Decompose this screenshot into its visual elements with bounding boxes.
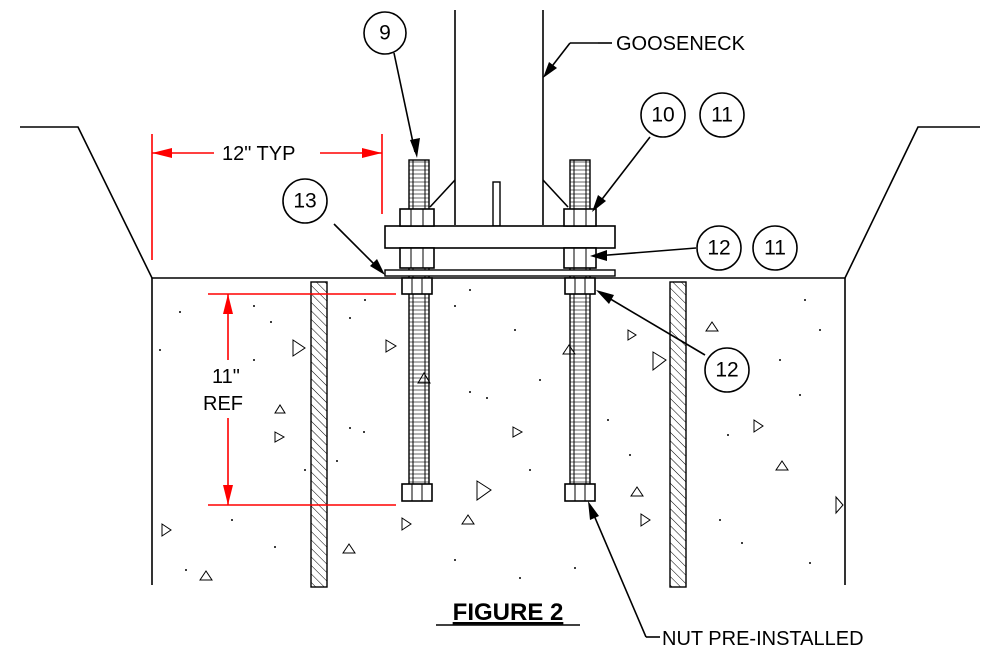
hatched-wall-left <box>310 281 328 588</box>
gooseneck-tube <box>429 10 569 227</box>
nut-pre-installed-label: NUT PRE-INSTALLED <box>662 628 864 650</box>
hatched-wall-right <box>669 281 687 588</box>
nut-grade-right <box>564 277 596 295</box>
dimension-12-typ-label: 12" TYP <box>222 143 295 165</box>
dimension-ref-label: REF <box>203 393 243 415</box>
concrete-aggregate <box>159 289 844 581</box>
nut-top-right <box>563 208 597 227</box>
callout-11-top: 11 <box>699 92 745 138</box>
nuts <box>399 208 597 502</box>
nut-level-right <box>563 247 597 269</box>
callout-10: 10 <box>640 92 686 138</box>
callout-12-upper: 12 <box>696 225 742 271</box>
dimension-11-label: 11" <box>212 366 240 388</box>
nut-top-left <box>399 208 435 227</box>
svg-text:13: 13 <box>293 190 316 213</box>
callout-11-lower: 11 <box>752 225 798 271</box>
leader-lines <box>333 42 706 638</box>
svg-text:10: 10 <box>651 104 674 127</box>
svg-text:11: 11 <box>764 237 786 260</box>
nut-bottom-right <box>564 483 596 502</box>
svg-text:11: 11 <box>711 104 733 127</box>
nut-bottom-left <box>401 483 433 502</box>
callout-12-lower: 12 <box>704 347 750 393</box>
dimension-12-typ: 12" TYP <box>151 134 383 260</box>
grout-shim-plate <box>384 269 616 277</box>
ground-profile <box>20 126 980 279</box>
callout-13: 13 <box>282 178 328 224</box>
callout-9: 9 <box>363 11 407 55</box>
nut-grade-left <box>401 277 433 295</box>
figure-title: FIGURE 2 <box>453 599 564 626</box>
dimension-11-ref: 11" REF <box>203 293 396 506</box>
svg-text:12: 12 <box>715 359 738 382</box>
concrete-foundation <box>151 278 846 585</box>
svg-text:12: 12 <box>707 237 730 260</box>
nut-level-left <box>399 247 435 269</box>
svg-text:9: 9 <box>379 22 391 45</box>
base-plate <box>384 225 616 249</box>
gooseneck-label: GOOSENECK <box>616 33 746 55</box>
